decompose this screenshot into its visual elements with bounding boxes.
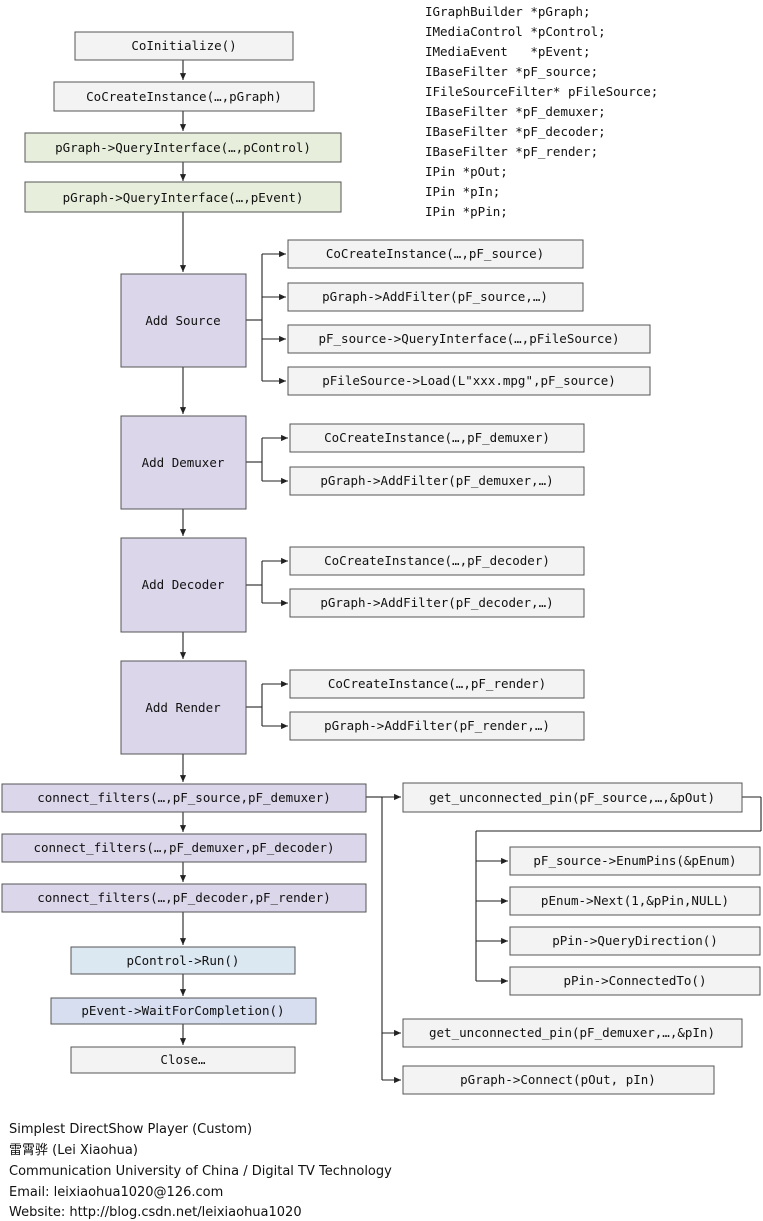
decoder-branch-connectors bbox=[246, 557, 288, 607]
node-source-step-4: pFileSource->Load(L"xxx.mpg",pF_source) bbox=[287, 366, 651, 396]
declaration-2: IMediaControl *pControl; bbox=[425, 24, 606, 39]
node-co-initialize: CoInitialize() bbox=[74, 31, 294, 61]
node-render-step-1: CoCreateInstance(…,pF_render) bbox=[289, 669, 585, 699]
node-get-out-pin: get_unconnected_pin(pF_source,…,&pOut) bbox=[402, 782, 743, 813]
declaration-10: IPin *pIn; bbox=[425, 184, 500, 199]
render-branch-connectors bbox=[246, 680, 288, 730]
node-add-demuxer: Add Demuxer bbox=[120, 415, 247, 510]
node-add-decoder-label: Add Decoder bbox=[142, 577, 225, 592]
node-add-render: Add Render bbox=[120, 660, 247, 755]
node-connect-decoder-render: connect_filters(…,pF_decoder,pF_render) bbox=[1, 883, 367, 913]
node-co-initialize-label: CoInitialize() bbox=[131, 38, 236, 53]
declaration-8: IBaseFilter *pF_render; bbox=[425, 144, 598, 159]
node-add-decoder: Add Decoder bbox=[120, 537, 247, 633]
node-run-label: pControl->Run() bbox=[127, 953, 240, 968]
node-connect-source-demuxer-label: connect_filters(…,pF_source,pF_demuxer) bbox=[37, 790, 331, 805]
node-source-step-3-label: pF_source->QueryInterface(…,pFileSource) bbox=[318, 331, 619, 346]
node-pin-step-4: pPin->ConnectedTo() bbox=[509, 966, 761, 996]
node-get-out-pin-label: get_unconnected_pin(pF_source,…,&pOut) bbox=[429, 790, 715, 805]
declarations-block: IGraphBuilder *pGraph; IMediaControl *pC… bbox=[425, 4, 658, 219]
node-query-event-label: pGraph->QueryInterface(…,pEvent) bbox=[63, 190, 304, 205]
node-render-step-2: pGraph->AddFilter(pF_render,…) bbox=[289, 711, 585, 741]
node-render-step-2-label: pGraph->AddFilter(pF_render,…) bbox=[324, 718, 550, 733]
node-connect-demuxer-decoder-label: connect_filters(…,pF_demuxer,pF_decoder) bbox=[33, 840, 334, 855]
node-pin-step-2: pEnum->Next(1,&pPin,NULL) bbox=[509, 886, 761, 916]
node-get-in-pin-label: get_unconnected_pin(pF_demuxer,…,&pIn) bbox=[429, 1025, 715, 1040]
node-source-step-1: CoCreateInstance(…,pF_source) bbox=[287, 239, 584, 269]
node-decoder-step-2: pGraph->AddFilter(pF_decoder,…) bbox=[289, 588, 585, 618]
node-connect-pins: pGraph->Connect(pOut, pIn) bbox=[402, 1065, 715, 1095]
node-demuxer-step-2: pGraph->AddFilter(pF_demuxer,…) bbox=[289, 466, 585, 496]
node-pin-step-2-label: pEnum->Next(1,&pPin,NULL) bbox=[541, 893, 729, 908]
node-pin-step-3-label: pPin->QueryDirection() bbox=[552, 933, 718, 948]
node-add-demuxer-label: Add Demuxer bbox=[142, 455, 225, 470]
declaration-1: IGraphBuilder *pGraph; bbox=[425, 4, 591, 19]
footer-email: Email: leixiaohua1020@126.com bbox=[9, 1185, 223, 1200]
node-source-step-2: pGraph->AddFilter(pF_source,…) bbox=[287, 282, 584, 312]
declaration-11: IPin *pPin; bbox=[425, 204, 508, 219]
declaration-4: IBaseFilter *pF_source; bbox=[425, 64, 598, 79]
node-source-step-4-label: pFileSource->Load(L"xxx.mpg",pF_source) bbox=[322, 373, 616, 388]
declaration-3: IMediaEvent *pEvent; bbox=[425, 44, 591, 59]
node-add-source: Add Source bbox=[120, 273, 247, 368]
node-pin-step-4-label: pPin->ConnectedTo() bbox=[564, 973, 707, 988]
node-decoder-step-2-label: pGraph->AddFilter(pF_decoder,…) bbox=[320, 595, 553, 610]
footer-affiliation: Communication University of China / Digi… bbox=[9, 1164, 392, 1179]
node-pin-step-1: pF_source->EnumPins(&pEnum) bbox=[509, 846, 761, 876]
node-close-label: Close… bbox=[160, 1052, 206, 1067]
node-source-step-3: pF_source->QueryInterface(…,pFileSource) bbox=[287, 324, 651, 354]
node-close: Close… bbox=[70, 1046, 296, 1074]
declaration-9: IPin *pOut; bbox=[425, 164, 508, 179]
node-connect-pins-label: pGraph->Connect(pOut, pIn) bbox=[460, 1072, 656, 1087]
node-run: pControl->Run() bbox=[70, 946, 296, 975]
demuxer-branch-connectors bbox=[246, 434, 288, 485]
node-source-step-2-label: pGraph->AddFilter(pF_source,…) bbox=[322, 289, 548, 304]
node-render-step-1-label: CoCreateInstance(…,pF_render) bbox=[328, 676, 546, 691]
node-co-create-graph-label: CoCreateInstance(…,pGraph) bbox=[86, 89, 282, 104]
node-query-control-label: pGraph->QueryInterface(…,pControl) bbox=[55, 140, 311, 155]
node-add-render-label: Add Render bbox=[145, 700, 221, 715]
node-add-source-label: Add Source bbox=[145, 313, 220, 328]
node-query-control: pGraph->QueryInterface(…,pControl) bbox=[24, 132, 342, 163]
declaration-7: IBaseFilter *pF_decoder; bbox=[425, 124, 606, 139]
footer-credits: Simplest DirectShow Player (Custom) 雷霄骅 … bbox=[9, 1122, 392, 1220]
footer-title: Simplest DirectShow Player (Custom) bbox=[9, 1122, 252, 1137]
node-decoder-step-1-label: CoCreateInstance(…,pF_decoder) bbox=[324, 553, 550, 568]
node-wait-label: pEvent->WaitForCompletion() bbox=[81, 1003, 284, 1018]
connect-branch-connectors bbox=[366, 793, 762, 1084]
node-connect-decoder-render-label: connect_filters(…,pF_decoder,pF_render) bbox=[37, 890, 331, 905]
node-source-step-1-label: CoCreateInstance(…,pF_source) bbox=[326, 246, 544, 261]
declaration-5: IFileSourceFilter* pFileSource; bbox=[425, 84, 658, 99]
node-decoder-step-1: CoCreateInstance(…,pF_decoder) bbox=[289, 546, 585, 576]
node-get-in-pin: get_unconnected_pin(pF_demuxer,…,&pIn) bbox=[402, 1018, 743, 1048]
node-co-create-graph: CoCreateInstance(…,pGraph) bbox=[53, 81, 315, 112]
node-pin-step-3: pPin->QueryDirection() bbox=[509, 926, 761, 956]
node-demuxer-step-1: CoCreateInstance(…,pF_demuxer) bbox=[289, 423, 585, 453]
footer-website: Website: http://blog.csdn.net/leixiaohua… bbox=[9, 1205, 302, 1220]
node-connect-demuxer-decoder: connect_filters(…,pF_demuxer,pF_decoder) bbox=[1, 833, 367, 863]
node-demuxer-step-1-label: CoCreateInstance(…,pF_demuxer) bbox=[324, 430, 550, 445]
node-query-event: pGraph->QueryInterface(…,pEvent) bbox=[24, 181, 342, 213]
node-wait: pEvent->WaitForCompletion() bbox=[50, 997, 317, 1025]
footer-author: 雷霄骅 (Lei Xiaohua) bbox=[9, 1143, 138, 1158]
node-pin-step-1-label: pF_source->EnumPins(&pEnum) bbox=[533, 853, 736, 868]
node-connect-source-demuxer: connect_filters(…,pF_source,pF_demuxer) bbox=[1, 783, 367, 813]
node-demuxer-step-2-label: pGraph->AddFilter(pF_demuxer,…) bbox=[320, 473, 553, 488]
declaration-6: IBaseFilter *pF_demuxer; bbox=[425, 104, 606, 119]
source-branch-connectors bbox=[246, 250, 286, 385]
